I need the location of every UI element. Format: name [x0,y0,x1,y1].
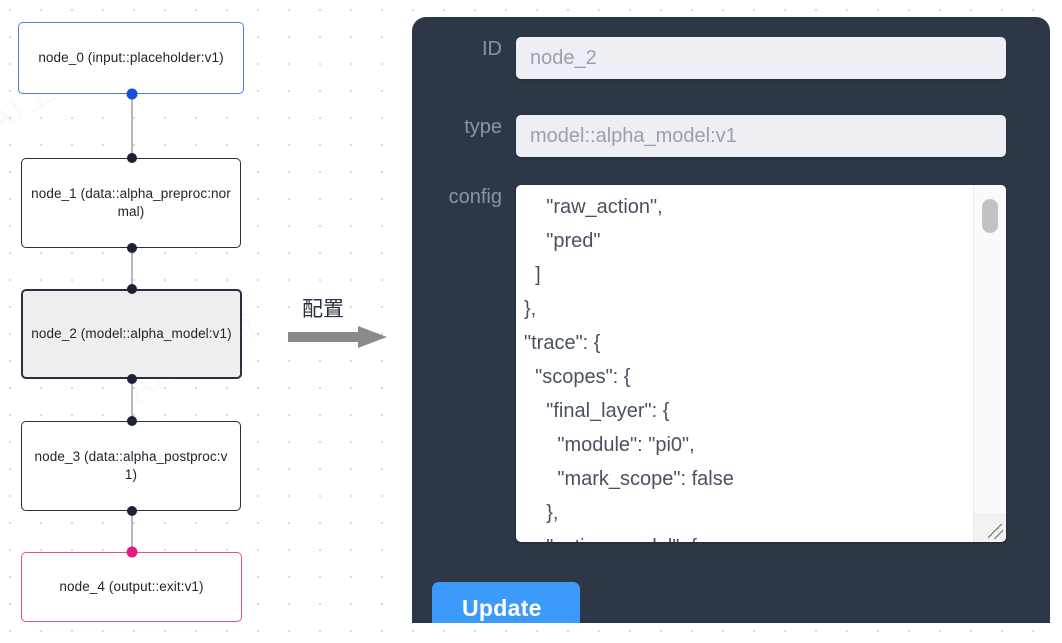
node-handle-node_3-target[interactable] [127,416,137,426]
update-button[interactable]: Update [432,582,580,623]
node-label: node_1 (data::alpha_preproc:normal) [31,185,231,220]
node-label: node_0 (input::placeholder:v1) [38,49,224,65]
field-row-config: config "raw_action", "pred" ] }, "trace"… [412,185,1006,542]
type-input[interactable] [516,115,1006,157]
config-field-label: config [448,186,502,208]
config-textarea[interactable]: "raw_action", "pred" ] }, "trace": { "sc… [524,196,734,542]
right-arrow-icon [288,326,398,348]
node-handle-node_1-source[interactable] [127,243,137,253]
graph-node-node_3[interactable]: node_3 (data::alpha_postproc:v1) [21,421,241,511]
resize-grip-icon[interactable] [973,514,1006,542]
graph-node-node_1[interactable]: node_1 (data::alpha_preproc:normal) [21,158,241,248]
edge-node_3-node_4[interactable] [131,511,133,552]
id-input[interactable] [516,37,1006,79]
node-label: node_3 (data::alpha_postproc:v1) [34,448,228,483]
graph-node-node_0[interactable]: node_0 (input::placeholder:v1) [18,22,244,94]
node-handle-node_0-source[interactable] [126,88,138,100]
field-row-id: ID [412,37,1006,79]
edge-node_0-node_1[interactable] [131,94,133,158]
edge-node_2-node_3[interactable] [131,379,133,421]
node-handle-node_3-source[interactable] [127,506,137,516]
node-handle-node_2-source[interactable] [127,374,137,384]
id-field-label: ID [482,38,502,60]
field-row-type: type [412,115,1006,157]
node-inspector-panel: ID type config "raw_action", "pred" ] },… [412,17,1050,623]
edge-node_1-node_2[interactable] [131,248,133,289]
node-label: node_2 (model::alpha_model:v1) [31,325,232,341]
graph-node-node_2[interactable]: node_2 (model::alpha_model:v1) [21,289,242,379]
node-handle-node_2-target[interactable] [127,284,137,294]
annotation-label: 配置 [302,297,344,321]
annotation-group: 配置 [288,296,398,348]
config-scrollbar[interactable] [973,185,1006,515]
node-handle-node_4-target[interactable] [126,546,138,558]
graph-node-node_4[interactable]: node_4 (output::exit:v1) [21,552,242,622]
config-scrollbar-thumb[interactable] [982,199,998,233]
config-editor[interactable]: "raw_action", "pred" ] }, "trace": { "sc… [516,185,1006,542]
type-field-label: type [464,116,502,138]
node-label: node_4 (output::exit:v1) [59,578,204,594]
node-handle-node_1-target[interactable] [127,153,137,163]
